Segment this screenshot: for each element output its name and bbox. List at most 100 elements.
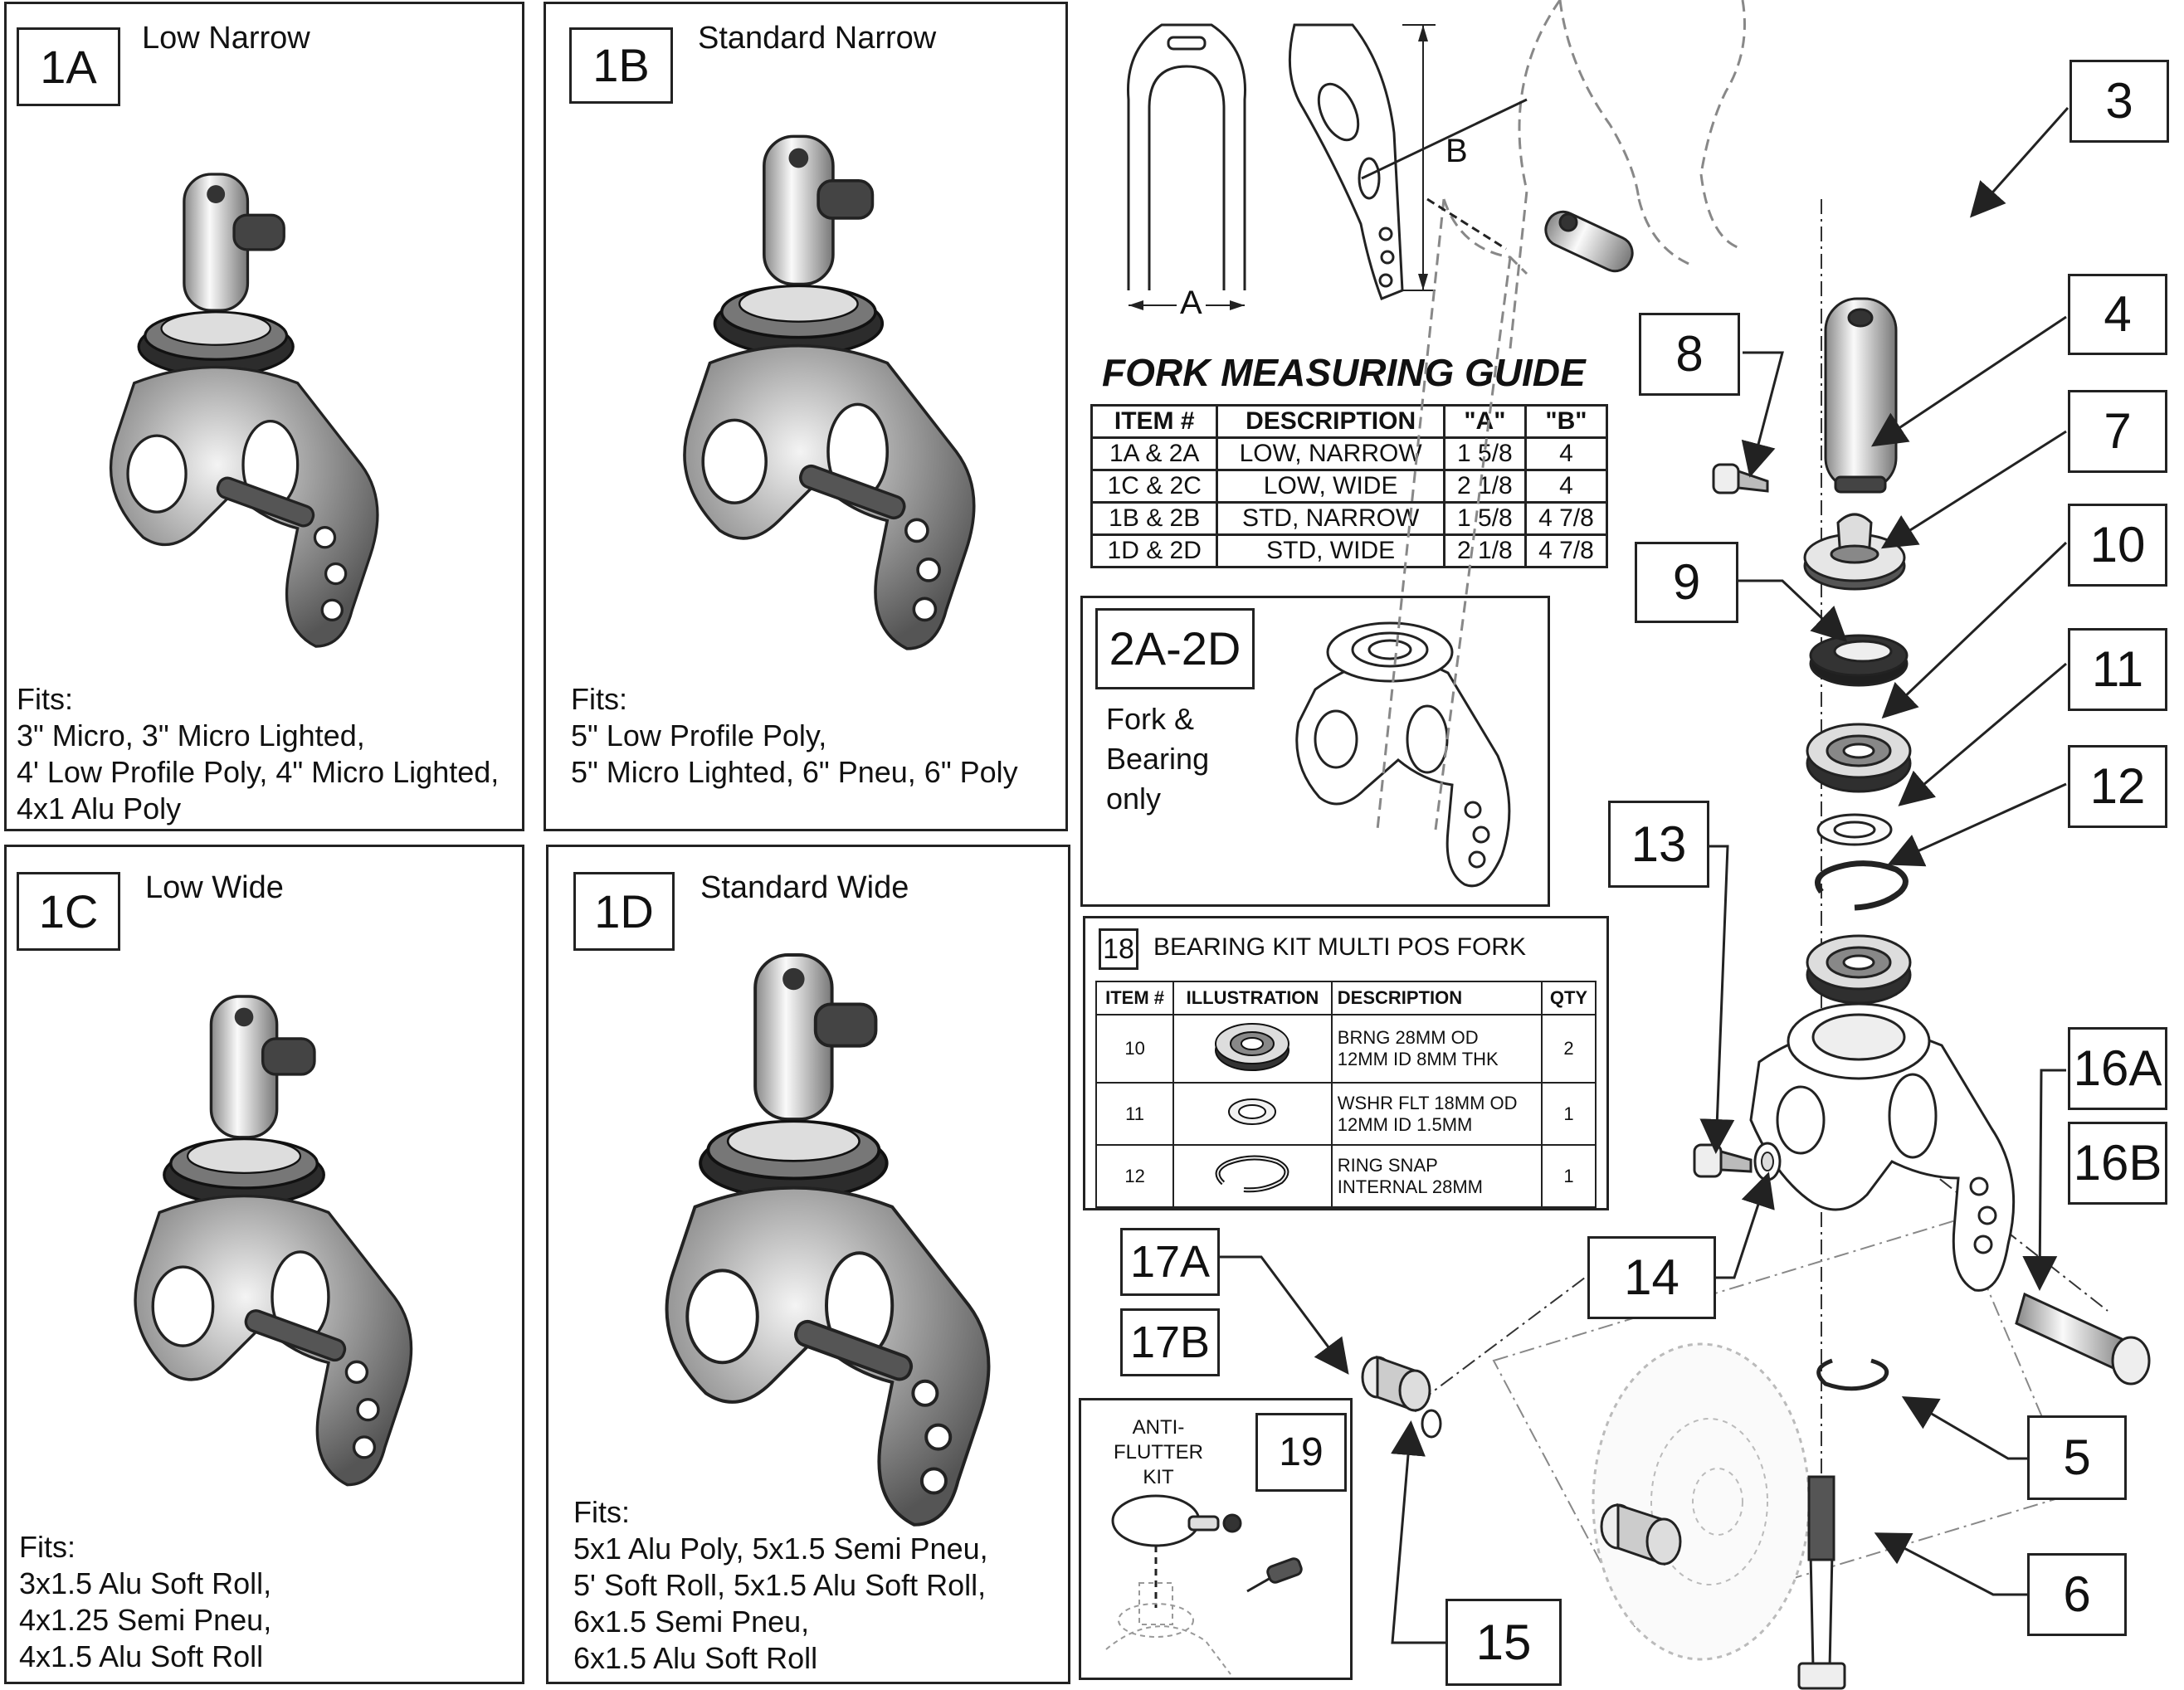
- kit-header: DESCRIPTION: [1330, 981, 1543, 1015]
- bearing-kit-panel: 18 BEARING KIT MULTI POS FORK ITEM # ILL…: [1083, 916, 1609, 1210]
- guide-cell: 4 7/8: [1523, 533, 1609, 568]
- desc-line: 12MM ID 8MM THK: [1337, 1049, 1499, 1069]
- callout-9: 9: [1635, 542, 1738, 623]
- fits-line: 4x1.25 Semi Pneu,: [19, 1603, 272, 1637]
- guide-cell: LOW, NARROW: [1216, 436, 1445, 471]
- callout-6: 6: [2027, 1553, 2127, 1636]
- guide-cell: LOW, WIDE: [1216, 469, 1445, 504]
- af-title-line: KIT: [1143, 1466, 1174, 1488]
- kit-illustration: [1172, 1014, 1333, 1084]
- washer-icon: [1228, 1098, 1277, 1125]
- fork-body-outline: [1295, 621, 1511, 888]
- panel-1a: 1A Low Narrow Fits: 3" Micro, 3" Micro L…: [4, 2, 524, 831]
- kit-id: 18: [1099, 928, 1138, 970]
- table-row: 10 BRNG 28MM OD 12MM ID 8MM THK 2: [1094, 1014, 1597, 1084]
- snap-ring-icon: [1216, 1155, 1289, 1192]
- guide-cell: 1B & 2B: [1090, 501, 1219, 536]
- fits-line: 4x1 Alu Poly: [17, 791, 182, 826]
- guide-cell: 1A & 2A: [1090, 436, 1219, 471]
- guide-cell: 4: [1523, 436, 1609, 471]
- callout-16a: 16A: [2068, 1027, 2167, 1110]
- dimension-b-label: B: [1445, 133, 1468, 170]
- exploded-view: [1361, 0, 2151, 1690]
- fits-line: Fits:: [19, 1530, 76, 1564]
- panel-id-1b: 1B: [569, 27, 673, 104]
- desc-line: BRNG 28MM OD: [1337, 1027, 1479, 1048]
- callout-8: 8: [1639, 313, 1740, 396]
- af-title-line: ANTI-FLUTTER: [1114, 1416, 1203, 1464]
- kit-qty: 1: [1540, 1082, 1597, 1146]
- dimension-a-label: A: [1177, 285, 1206, 322]
- fits-1b: Fits: 5" Low Profile Poly, 5" Micro Ligh…: [571, 681, 1018, 791]
- panel-1d: 1D Standard Wide Fits: 5x1 Alu Poly, 5x1…: [546, 845, 1070, 1684]
- kit-desc: RING SNAP INTERNAL 28MM: [1330, 1144, 1543, 1208]
- fork-measure-sketch: [1127, 23, 1436, 310]
- kit-item: 10: [1094, 1014, 1175, 1084]
- fits-1a: Fits: 3" Micro, 3" Micro Lighted, 4' Low…: [17, 681, 499, 827]
- callout-11: 11: [2068, 628, 2167, 711]
- panel-title-1c: Low Wide: [145, 870, 284, 905]
- kit-header: ITEM #: [1094, 981, 1175, 1015]
- callout-12: 12: [2068, 745, 2167, 828]
- guide-header: DESCRIPTION: [1216, 404, 1445, 439]
- callout-7: 7: [2068, 390, 2167, 473]
- desc-line: WSHR FLT 18MM OD: [1337, 1092, 1518, 1113]
- kit-desc: WSHR FLT 18MM OD 12MM ID 1.5MM: [1330, 1082, 1543, 1146]
- fits-line: 6x1.5 Semi Pneu,: [573, 1605, 810, 1639]
- kit-qty: 2: [1540, 1014, 1597, 1084]
- kit-desc: BRNG 28MM OD 12MM ID 8MM THK: [1330, 1014, 1543, 1084]
- guide-header: "B": [1523, 404, 1609, 439]
- guide-cell: 1C & 2C: [1090, 469, 1219, 504]
- table-row: 1A & 2A LOW, NARROW 1 5/8 4: [1090, 436, 1609, 471]
- antiflutter-panel: ANTI-FLUTTER KIT 19: [1079, 1398, 1353, 1680]
- kit-header: QTY: [1540, 981, 1597, 1015]
- desc-line: INTERNAL 28MM: [1337, 1176, 1483, 1197]
- bearing-icon: [1215, 1023, 1290, 1071]
- fits-1c: Fits: 3x1.5 Alu Soft Roll, 4x1.25 Semi P…: [19, 1529, 271, 1675]
- kit-header: ILLUSTRATION: [1172, 981, 1333, 1015]
- callout-14: 14: [1587, 1236, 1716, 1319]
- guide-cell: 2 1/8: [1442, 469, 1527, 504]
- guide-header-row: ITEM # DESCRIPTION "A" "B": [1090, 404, 1609, 439]
- fits-line: 6x1.5 Alu Soft Roll: [573, 1641, 818, 1675]
- table-row: 1B & 2B STD, NARROW 1 5/8 4 7/8: [1090, 501, 1609, 536]
- guide-cell: 2 1/8: [1442, 533, 1527, 568]
- fits-line: 5' Soft Roll, 5x1.5 Alu Soft Roll,: [573, 1568, 987, 1602]
- panel-id-1c: 1C: [17, 872, 120, 951]
- guide-cell: 1 5/8: [1442, 501, 1527, 536]
- callout-3: 3: [2069, 60, 2169, 143]
- kit-qty: 1: [1540, 1144, 1597, 1208]
- fits-line: 5" Low Profile Poly,: [571, 718, 827, 752]
- table-row: 12 RING SNAP INTERNAL 28MM 1: [1094, 1144, 1597, 1208]
- table-row: 11 WSHR FLT 18MM OD 12MM ID 1.5MM 1: [1094, 1082, 1597, 1146]
- guide-title: FORK MEASURING GUIDE: [1102, 351, 1586, 394]
- fits-line: 3x1.5 Alu Soft Roll,: [19, 1566, 272, 1600]
- kit-header-row: ITEM # ILLUSTRATION DESCRIPTION QTY: [1094, 981, 1597, 1015]
- callout-17a: 17A: [1120, 1228, 1220, 1296]
- table-row: 1D & 2D STD, WIDE 2 1/8 4 7/8: [1090, 533, 1609, 568]
- note-line: only: [1106, 782, 1162, 816]
- desc-line: 12MM ID 1.5MM: [1337, 1113, 1473, 1135]
- fits-line: Fits:: [573, 1495, 630, 1529]
- fits-line: 5" Micro Lighted, 6" Pneu, 6" Poly: [571, 755, 1018, 789]
- fits-line: 3" Micro, 3" Micro Lighted,: [17, 718, 365, 752]
- kit-illustration: [1172, 1082, 1333, 1146]
- fits-1d: Fits: 5x1 Alu Poly, 5x1.5 Semi Pneu, 5' …: [573, 1494, 988, 1677]
- panel-id-2a-2d: 2A-2D: [1095, 608, 1255, 689]
- callout-10: 10: [2068, 504, 2167, 587]
- callout-13: 13: [1608, 801, 1709, 888]
- callout-16b: 16B: [2068, 1122, 2167, 1205]
- panel-2a-2d: 2A-2D Fork & Bearing only: [1080, 596, 1550, 907]
- desc-line: RING SNAP: [1337, 1154, 1438, 1176]
- panel-2-note: Fork & Bearing only: [1106, 699, 1209, 819]
- panel-1c: 1C Low Wide Fits: 3x1.5 Alu Soft Roll, 4…: [4, 845, 524, 1684]
- fits-line: 5x1 Alu Poly, 5x1.5 Semi Pneu,: [573, 1532, 988, 1566]
- panel-id-1a: 1A: [17, 27, 120, 106]
- callout-5: 5: [2027, 1415, 2127, 1500]
- panel-title-1d: Standard Wide: [700, 870, 909, 905]
- callout-17b: 17B: [1120, 1308, 1220, 1376]
- guide-header: ITEM #: [1090, 404, 1219, 439]
- panel-id-1d: 1D: [573, 872, 675, 951]
- panel-title-1a: Low Narrow: [142, 21, 310, 56]
